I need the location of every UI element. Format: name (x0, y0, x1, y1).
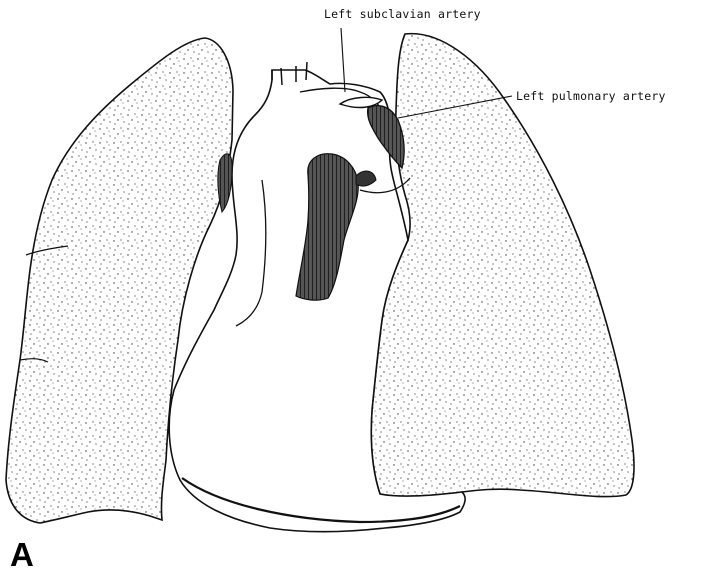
panel-letter: A (10, 538, 34, 571)
right-hilum-vessel (218, 154, 232, 212)
leader-line-subclavian (341, 28, 345, 92)
label-left-pulmonary-artery: Left pulmonary artery (516, 89, 666, 103)
left-lung (371, 34, 634, 497)
label-left-subclavian-artery: Left subclavian artery (324, 7, 481, 21)
